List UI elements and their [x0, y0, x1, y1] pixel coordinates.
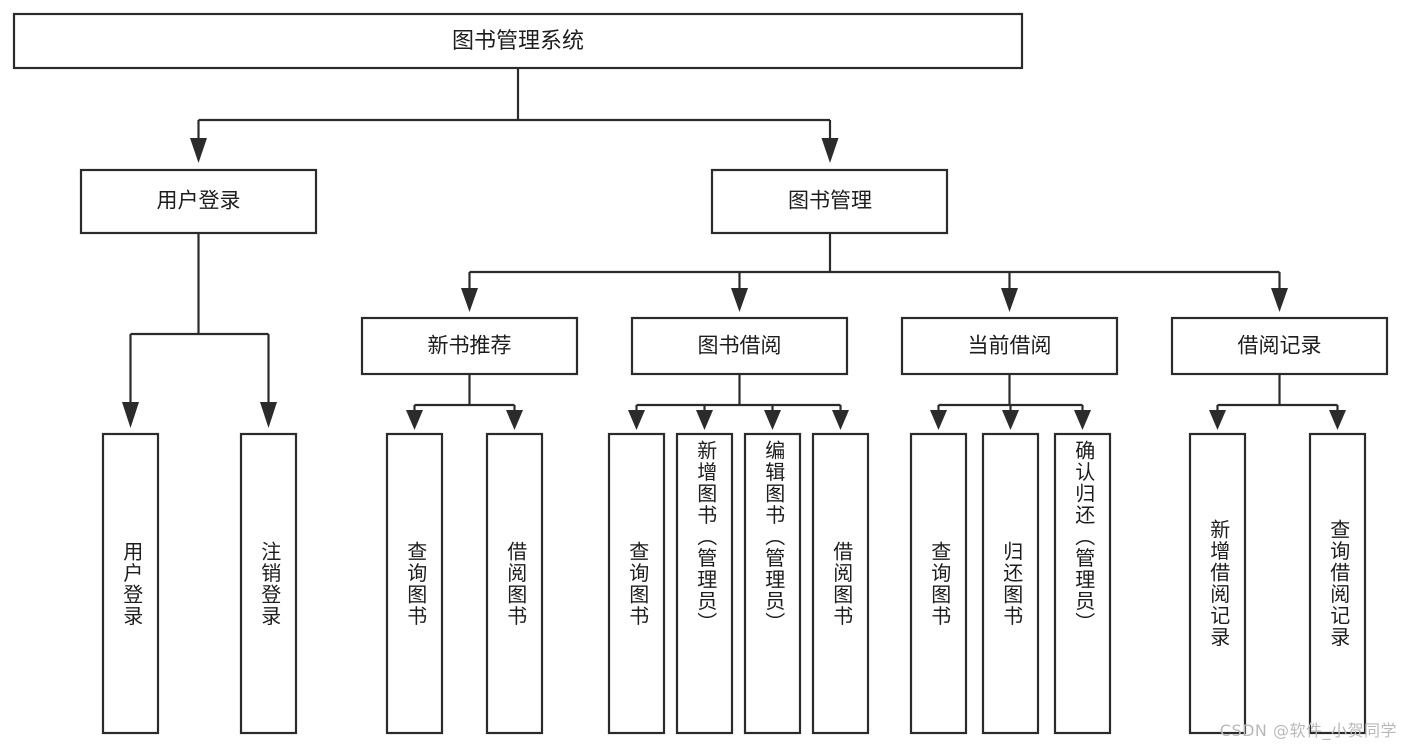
node-book-manage[interactable]: 图书管理 [710, 168, 949, 235]
node-book-manage-label: 图书管理 [788, 190, 872, 213]
node-current-borrow-box[interactable] [900, 316, 1119, 376]
arrowhead-book-manage [821, 138, 839, 163]
arrowhead-book-borrow [731, 288, 748, 312]
node-root-label: 图书管理系统 [452, 28, 584, 53]
arrowhead-leaf-add-borrow-record [1209, 410, 1226, 430]
arrowhead-leaf-borrow-book-rec [506, 410, 523, 430]
arrowhead-borrow-record [1271, 288, 1288, 312]
leaf-box-borrow-book-rec[interactable] [485, 432, 544, 735]
arrowhead-leaf-confirm-return [1074, 410, 1091, 430]
node-borrow-record-label: 借阅记录 [1238, 335, 1322, 358]
leaf-box-add-borrow-record[interactable] [1188, 432, 1247, 735]
node-book-borrow-label: 图书借阅 [698, 335, 782, 358]
arrowhead-user-login [190, 138, 207, 163]
node-borrow-record-box[interactable] [1170, 316, 1389, 376]
leaf-box-user-login[interactable] [101, 432, 160, 735]
node-user-login-box[interactable] [79, 168, 318, 235]
leaf-box-query-book-rec[interactable] [385, 432, 444, 735]
leaf-box-confirm-return[interactable] [1053, 432, 1112, 735]
node-book-borrow[interactable]: 图书借阅 [630, 316, 849, 376]
node-root[interactable]: 图书管理系统 [12, 12, 1024, 70]
arrowhead-leaf-query-borrow-record [1329, 410, 1346, 430]
arrowhead-leaf-query-book-borrow [628, 410, 645, 430]
arrowhead-leaf-query-book-rec [406, 410, 423, 430]
arrowhead-leaf-add-book [696, 410, 713, 430]
arrowhead-leaf-borrow-book [832, 410, 849, 430]
leaf-box-layer [101, 432, 1367, 735]
leaf-box-query-borrow-record[interactable] [1308, 432, 1367, 735]
arrowhead-leaf-return-book [1002, 410, 1019, 430]
node-new-book-recommend[interactable]: 新书推荐 [360, 316, 579, 376]
leaf-box-edit-book[interactable] [743, 432, 802, 735]
arrowhead-leaf-query-book-current [930, 410, 947, 430]
connector-layer [122, 68, 1346, 430]
node-new-book-recommend-box[interactable] [360, 316, 579, 376]
arrowhead-leaf-logout [260, 402, 277, 428]
watermark-text: CSDN @软件_小贺同学 [1219, 721, 1397, 740]
arrowhead-leaf-edit-book [764, 410, 781, 430]
node-user-login[interactable]: 用户登录 [79, 168, 318, 235]
leaf-box-logout[interactable] [239, 432, 298, 735]
node-root-box[interactable] [12, 12, 1024, 70]
node-borrow-record[interactable]: 借阅记录 [1170, 316, 1389, 376]
arrowhead-current-borrow [1001, 288, 1018, 312]
node-new-book-recommend-label: 新书推荐 [428, 335, 512, 358]
node-book-manage-box[interactable] [710, 168, 949, 235]
arrowhead-new-book-recommend [461, 288, 478, 312]
node-current-borrow-label: 当前借阅 [968, 335, 1052, 358]
leaf-box-return-book[interactable] [981, 432, 1040, 735]
leaf-box-query-book-current[interactable] [909, 432, 968, 735]
leaf-box-add-book[interactable] [675, 432, 734, 735]
node-user-login-label: 用户登录 [157, 190, 241, 213]
node-book-borrow-box[interactable] [630, 316, 849, 376]
arrowhead-leaf-user-login [122, 402, 139, 428]
leaf-box-query-book-borrow[interactable] [607, 432, 666, 735]
leaf-box-borrow-book[interactable] [811, 432, 870, 735]
node-current-borrow[interactable]: 当前借阅 [900, 316, 1119, 376]
